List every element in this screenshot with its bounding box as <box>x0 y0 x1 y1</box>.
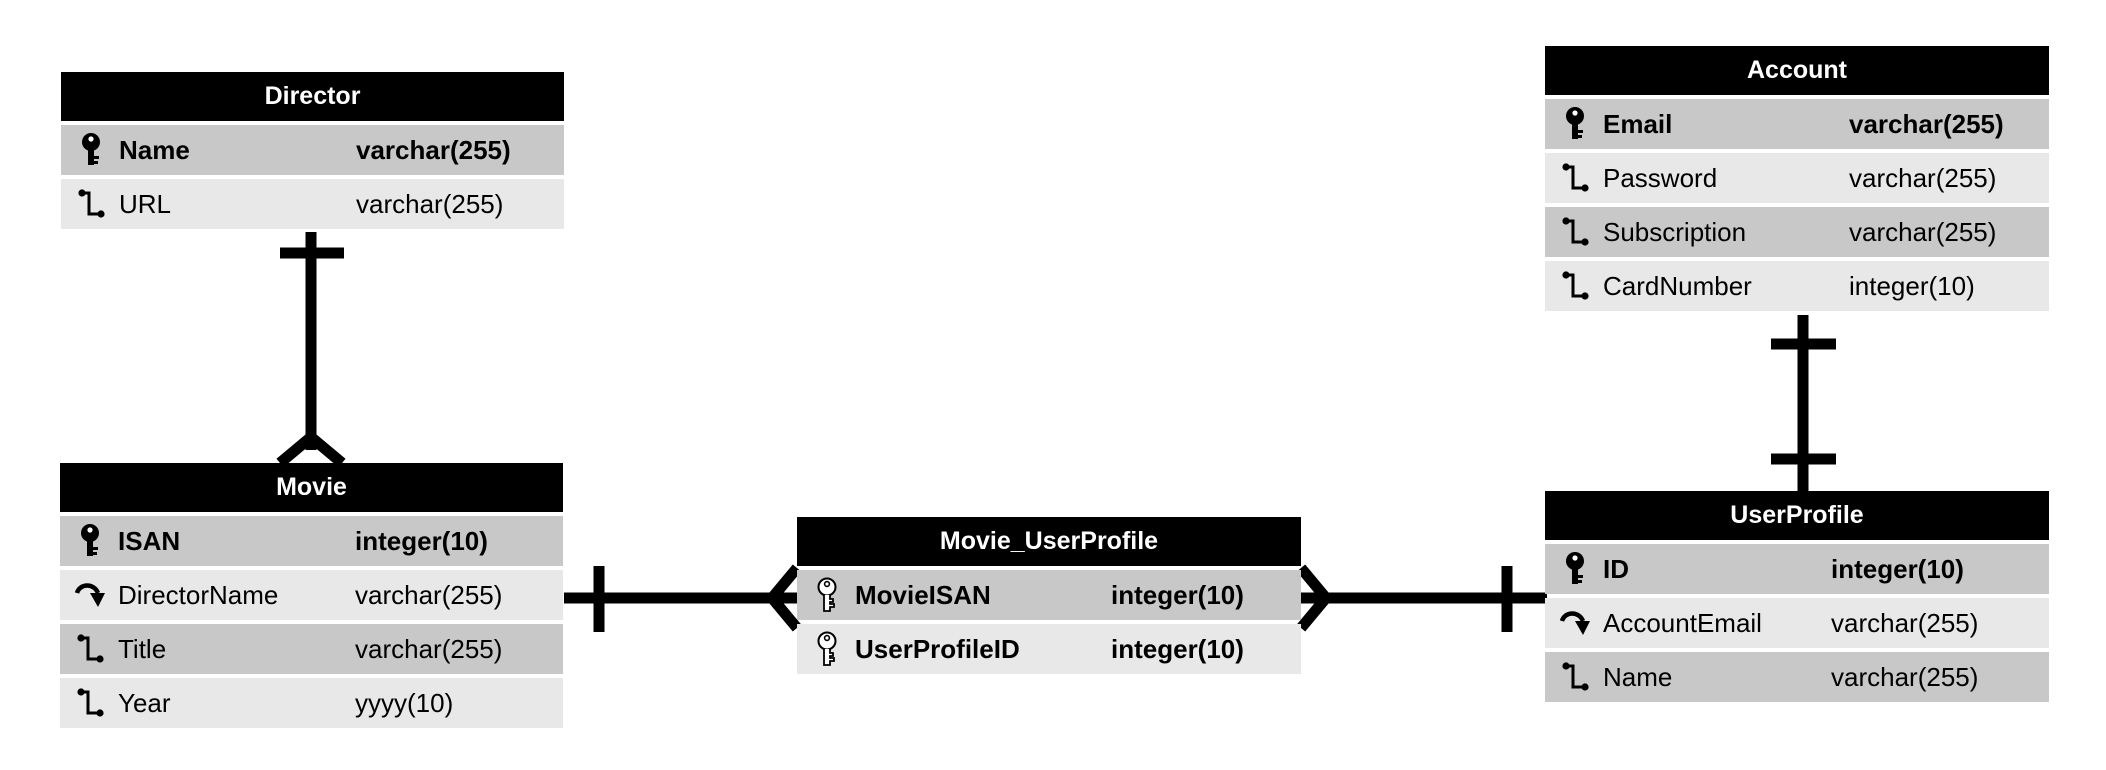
attribute-icon <box>74 631 106 667</box>
entity-title: Director <box>61 72 564 121</box>
entity-userprofile: UserProfile ID integer(10) AccountEmail va… <box>1545 491 2049 702</box>
column-type: varchar(255) <box>1849 109 2004 139</box>
column-name: DirectorName <box>118 580 279 610</box>
crows-foot-marker <box>764 564 802 632</box>
column-name: ISAN <box>118 526 181 556</box>
entity-row: ISAN integer(10) <box>60 516 563 566</box>
column-name: AccountEmail <box>1603 608 1762 638</box>
composite-key-icon <box>811 577 843 613</box>
primary-key-icon <box>74 523 106 559</box>
foreign-key-icon <box>1559 605 1591 641</box>
column-type: varchar(255) <box>1831 662 1979 692</box>
attribute-icon <box>1559 214 1591 250</box>
column-type: integer(10) <box>1111 580 1244 610</box>
entity-row: Name varchar(255) <box>1545 652 2049 702</box>
column-name: Subscription <box>1603 217 1747 247</box>
column-name: Email <box>1603 109 1673 139</box>
column-name: CardNumber <box>1603 271 1752 301</box>
column-type: integer(10) <box>1831 554 1964 584</box>
entity-account: Account Email varchar(255) Password varcha… <box>1545 46 2049 311</box>
column-name: Name <box>1603 662 1673 692</box>
primary-key-icon <box>1559 106 1591 142</box>
entity-row: Password varchar(255) <box>1545 153 2049 203</box>
foreign-key-icon <box>74 577 106 613</box>
column-name: Name <box>119 135 190 165</box>
entity-row: ID integer(10) <box>1545 544 2049 594</box>
attribute-icon <box>74 685 106 721</box>
primary-key-icon <box>75 132 107 168</box>
entity-movie-userprofile: Movie_UserProfile MovieISAN integer(10) U… <box>797 517 1301 674</box>
attribute-icon <box>1559 160 1591 196</box>
entity-row: CardNumber integer(10) <box>1545 261 2049 311</box>
primary-key-icon <box>1559 551 1591 587</box>
entity-row: Year yyyy(10) <box>60 678 563 728</box>
entity-row: Email varchar(255) <box>1545 99 2049 149</box>
attribute-icon <box>1559 659 1591 695</box>
column-type: integer(10) <box>1849 271 1975 301</box>
entity-row: Title varchar(255) <box>60 624 563 674</box>
column-name: UserProfileID <box>855 634 1020 664</box>
entity-row: DirectorName varchar(255) <box>60 570 563 620</box>
column-type: varchar(255) <box>356 189 504 219</box>
entity-row: Subscription varchar(255) <box>1545 207 2049 257</box>
entity-title: Account <box>1545 46 2049 95</box>
entity-title: UserProfile <box>1545 491 2049 540</box>
entity-row: AccountEmail varchar(255) <box>1545 598 2049 648</box>
relationship-movie-movieuserprofile <box>564 564 802 632</box>
column-name: Password <box>1603 163 1718 193</box>
attribute-icon <box>1559 268 1591 304</box>
entity-movie: Movie ISAN integer(10) DirectorName varcha… <box>60 463 563 728</box>
entity-director: Director Name varchar(255) URL varchar(255… <box>61 72 564 229</box>
relationship-account-userprofile <box>1771 315 1836 491</box>
entity-row: UserProfileID integer(10) <box>797 624 1301 674</box>
crows-foot-marker <box>1296 564 1334 632</box>
column-type: varchar(255) <box>1849 217 1997 247</box>
column-type: yyyy(10) <box>355 688 454 718</box>
entity-row: URL varchar(255) <box>61 179 564 229</box>
column-type: varchar(255) <box>355 634 503 664</box>
column-type: varchar(255) <box>1831 608 1979 638</box>
column-type: integer(10) <box>1111 634 1244 664</box>
column-name: Year <box>118 688 171 718</box>
entity-row: Name varchar(255) <box>61 125 564 175</box>
column-name: URL <box>119 189 172 219</box>
column-name: MovieISAN <box>855 580 991 610</box>
column-name: ID <box>1603 554 1629 584</box>
column-type: varchar(255) <box>1849 163 1997 193</box>
crows-foot-marker <box>276 429 346 468</box>
relationship-userprofile-movieuserprofile <box>1296 564 1547 632</box>
relationship-director-movie <box>276 232 346 468</box>
entity-title: Movie_UserProfile <box>797 517 1301 566</box>
entity-title: Movie <box>60 463 563 512</box>
column-name: Title <box>118 634 167 664</box>
entity-row: MovieISAN integer(10) <box>797 570 1301 620</box>
column-type: integer(10) <box>355 526 488 556</box>
composite-key-icon <box>811 631 843 667</box>
column-type: varchar(255) <box>355 580 503 610</box>
column-type: varchar(255) <box>356 135 511 165</box>
attribute-icon <box>75 186 107 222</box>
